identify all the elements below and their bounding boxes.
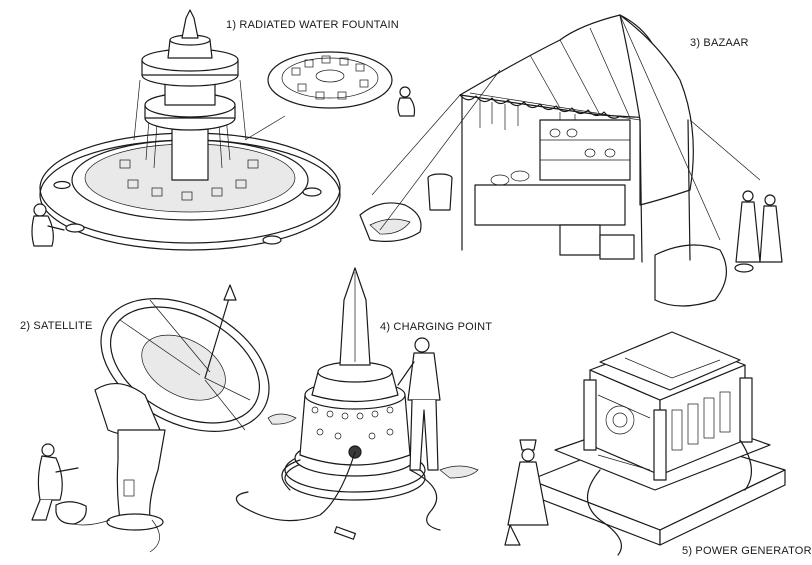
bazaar-drawing — [359, 14, 783, 307]
fountain-plan-drawing — [244, 51, 416, 141]
label-charging-point: 4) CHARGING POINT — [380, 321, 493, 333]
power-generator-drawing — [504, 331, 786, 556]
label-bazaar: 3) BAZAAR — [690, 37, 749, 49]
charging-point-drawing — [235, 267, 479, 540]
satellite-drawing — [31, 284, 270, 553]
label-satellite: 2) SATELLITE — [20, 320, 93, 332]
label-power-generator: 5) POWER GENERATOR — [682, 545, 812, 557]
label-radiated-water-fountain: 1) RADIATED WATER FOUNTAIN — [226, 19, 399, 31]
fountain-drawing — [31, 9, 341, 251]
